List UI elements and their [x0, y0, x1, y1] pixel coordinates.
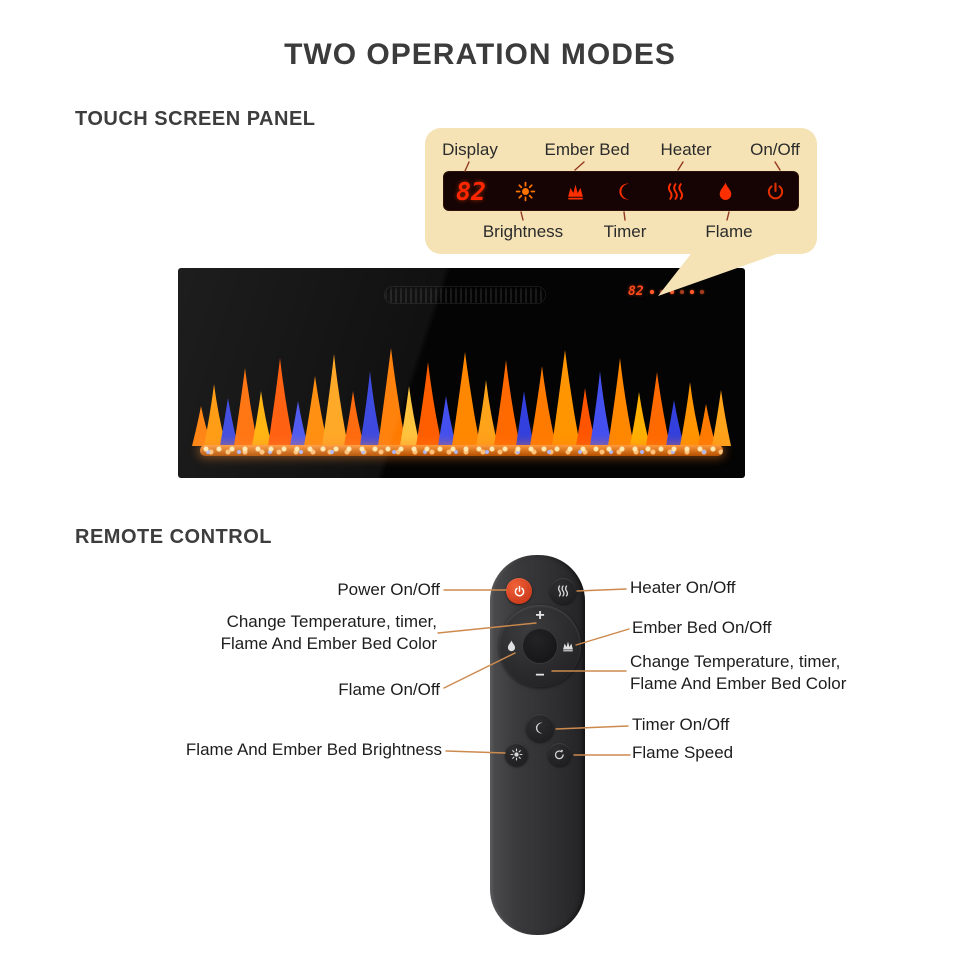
heater-icon [665, 181, 686, 202]
brightness-icon [510, 748, 523, 761]
brightness-icon [515, 181, 536, 202]
remote-timer-button [526, 714, 554, 742]
power-icon [765, 181, 786, 202]
indicator-dot [699, 289, 704, 294]
ember-bed-icon [563, 641, 573, 652]
brightness-label: Flame And Ember Bed Brightness [185, 740, 442, 759]
heater-vent [385, 287, 545, 303]
remote-power-button [506, 578, 532, 604]
flames-artwork [192, 348, 731, 452]
temperature-display: 82 [456, 176, 487, 206]
touch-panel-heading: TOUCH SCREEN PANEL [75, 108, 316, 130]
power-on-off-label: Power On/Off [337, 580, 440, 599]
remote-heading: REMOTE CONTROL [75, 526, 272, 548]
ember-bed-icon [565, 181, 586, 202]
indicator-dot [679, 289, 684, 294]
on-off-label: On/Off [750, 140, 800, 159]
timer-label: Timer [603, 222, 647, 241]
indicator-dot [659, 289, 664, 294]
plus-button: + [535, 607, 545, 624]
flame-on-off-label: Flame On/Off [338, 680, 440, 699]
change-settings-left-label: Change Temperature, timer, Flame And Emb… [220, 612, 437, 653]
touch-panel-strip: 82 [443, 171, 799, 211]
heater-on-off-label: Heater On/Off [630, 578, 736, 597]
power-icon [514, 585, 524, 596]
timer-on-off-label: Timer On/Off [632, 715, 730, 734]
ember-bed-label: Ember Bed [544, 140, 630, 159]
remote-flame-speed-button [548, 743, 571, 766]
heater-label: Heater [660, 140, 712, 159]
remote-heater-button [550, 578, 576, 604]
timer-icon [615, 181, 636, 202]
remote-control: + − [490, 555, 585, 935]
timer-icon [535, 722, 543, 734]
flame-icon [507, 640, 516, 652]
remote-navpad: + − [499, 605, 581, 687]
fireplace-led-display: 82 [628, 284, 704, 299]
ember-bed-on-off-label: Ember Bed On/Off [632, 618, 772, 637]
change-settings-right-label: Change Temperature, timer, Flame And Emb… [630, 652, 847, 693]
flame-icon [715, 181, 736, 202]
navpad-center-button [522, 628, 558, 664]
indicator-dot [689, 289, 694, 294]
indicator-dot [669, 289, 674, 294]
fireplace-temperature: 82 [628, 284, 644, 299]
remote-brightness-button [505, 743, 528, 766]
heater-icon [557, 585, 569, 597]
indicator-dot [649, 289, 654, 294]
flame-speed-label: Flame Speed [632, 743, 734, 762]
display-label: Display [442, 140, 498, 159]
swirl-arrow-icon [554, 749, 564, 760]
flame-label: Flame [705, 222, 753, 241]
fireplace-image: 82 [178, 268, 745, 478]
ember-bed-crystals [200, 445, 723, 456]
page-title: TWO OPERATION MODES [284, 38, 676, 71]
touch-panel-callout: Display Ember Bed Heater On/Off 82 [425, 128, 817, 254]
brightness-label: Brightness [482, 222, 564, 241]
minus-button: − [535, 667, 545, 684]
